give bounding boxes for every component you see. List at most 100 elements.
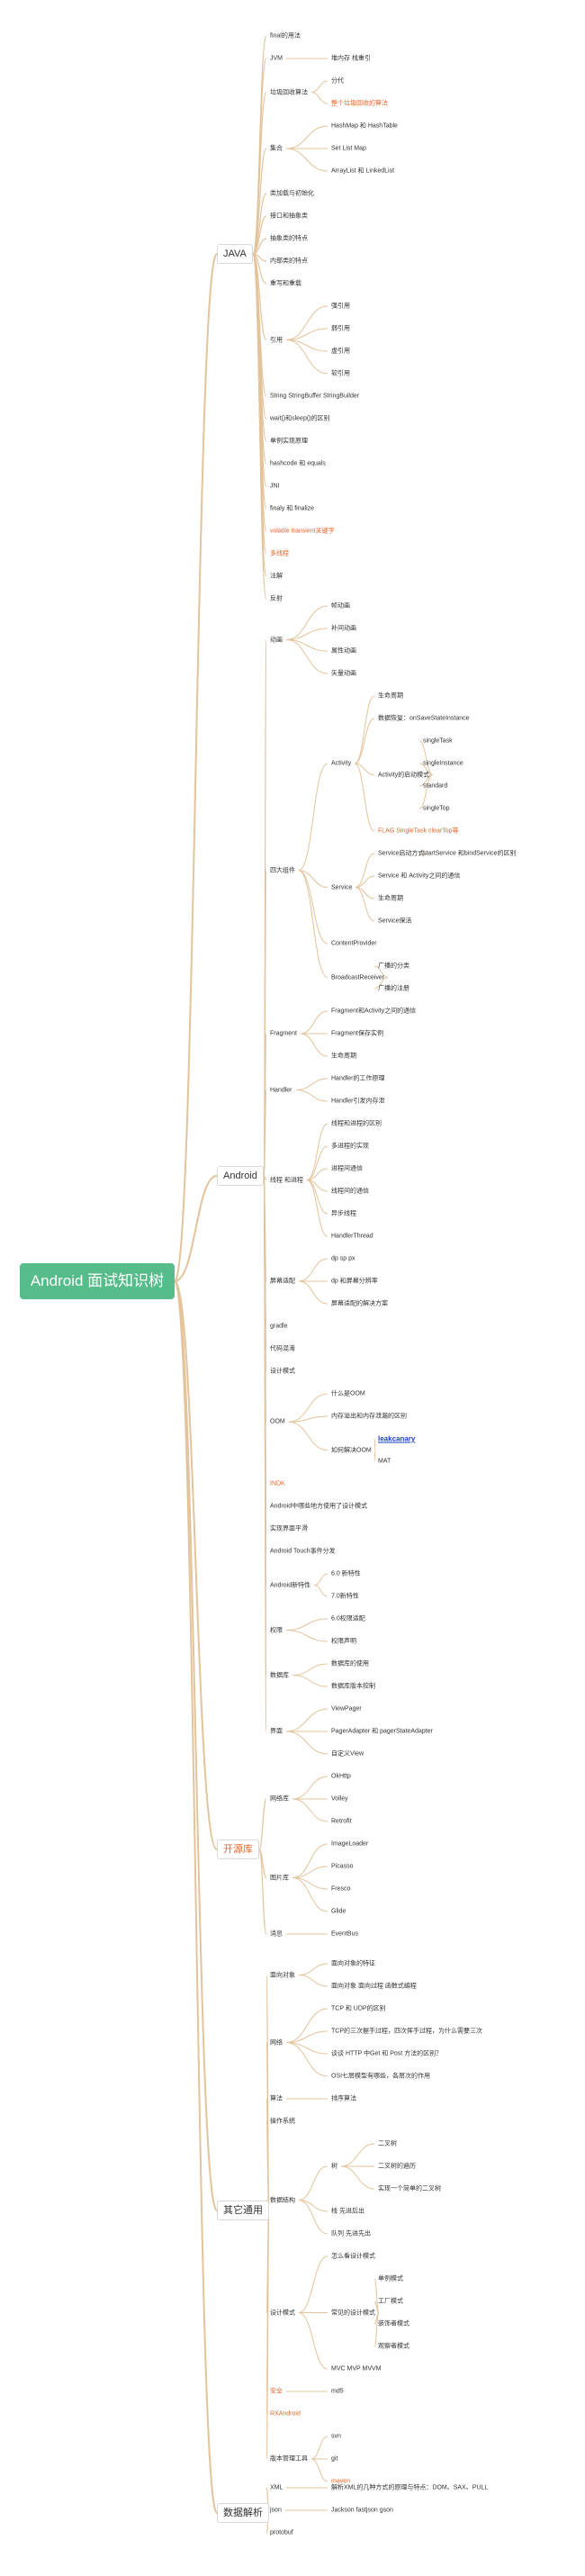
topic-node[interactable]: 二叉树的遍历 [378,2163,416,2170]
topic-node[interactable]: 权限声明 [331,1638,356,1645]
topic-node[interactable]: 数据结构 [270,2197,295,2203]
topic-node[interactable]: 单例实现原理 [270,438,308,445]
topic-node[interactable]: md5 [331,2388,344,2395]
topic-node[interactable]: JNI [270,483,280,490]
topic-node[interactable]: 消息 [270,1930,283,1938]
topic-node[interactable]: 屏幕适配的解决方案 [331,1300,388,1307]
branch-node[interactable]: 数据解析 [217,2503,269,2523]
topic-node[interactable]: 强引用 [331,303,350,310]
topic-node[interactable]: 设计模式 [270,2309,295,2316]
topic-node[interactable]: 单例模式 [378,2275,403,2282]
topic-node[interactable]: Activity的启动模式 [378,772,430,778]
topic-node[interactable]: 栈 先进后出 [331,2208,364,2215]
topic-node[interactable]: standard [423,782,448,790]
topic-node[interactable]: Picasso [331,1863,354,1870]
topic-node[interactable]: 多线程 [270,550,289,557]
topic-node[interactable]: hashcode 和 equals [270,460,326,467]
topic-node[interactable]: Jackson fastjson gson [331,2507,393,2514]
topic-node[interactable]: 动画 [270,637,283,643]
topic-node[interactable]: OkHttp [331,1773,351,1780]
topic-node[interactable]: Fragment [270,1030,297,1037]
topic-node[interactable]: 进程间通信 [331,1165,363,1172]
topic-node[interactable]: 线程 和进程 [270,1177,303,1183]
branch-node[interactable]: Android [217,1166,264,1186]
topic-node[interactable]: svn [331,2433,341,2440]
topic-node[interactable]: 整个垃圾回收的算法 [331,100,388,107]
topic-node[interactable]: HashMap 和 HashTable [331,122,398,130]
topic-node[interactable]: 数据库的使用 [331,1660,369,1668]
topic-node[interactable]: ViewPager [331,1705,362,1713]
topic-node[interactable]: OOM [270,1418,285,1425]
topic-node[interactable]: 异步线程 [331,1210,356,1217]
topic-node[interactable]: final的用法 [270,32,301,40]
topic-node[interactable]: 谈谈 HTTP 中Get 和 Post 方法的区别？ [331,2050,443,2057]
topic-node[interactable]: json [270,2507,282,2514]
topic-node[interactable]: 面向对象的特征 [331,1960,375,1967]
topic-node[interactable]: 分代 [331,77,344,85]
topic-node[interactable]: 生命周期 [378,895,403,902]
topic-node[interactable]: 广播的注册 [378,985,410,992]
topic-node[interactable]: FLAG SingleTask clearTop等 [378,827,459,835]
branch-node[interactable]: 开源库 [217,1839,259,1859]
topic-node[interactable]: Set List Map [331,145,366,152]
topic-node[interactable]: TCP 和 UDP的区别 [331,2005,386,2012]
topic-node[interactable]: 帧动画 [331,602,350,610]
topic-node[interactable]: 常见的设计模式 [331,2309,375,2316]
topic-node[interactable]: 内部类的特点 [270,258,308,265]
topic-node[interactable]: Handler的工作原理 [331,1075,385,1082]
branch-node[interactable]: JAVA [217,244,253,264]
topic-node[interactable]: 数据库 [270,1672,289,1678]
topic-node[interactable]: 网络 [270,2039,283,2046]
topic-node[interactable]: 数据恢复：onSaveStateInstance [378,715,470,722]
topic-node[interactable]: 接口和抽象类 [270,212,308,220]
topic-node[interactable]: 软引用 [331,370,350,377]
topic-node[interactable]: Handler [270,1087,292,1093]
topic-node[interactable]: Glide [331,1908,346,1915]
topic-node[interactable]: wait()和sleep()的区别 [270,415,330,422]
topic-node[interactable]: ImageLoader [331,1840,369,1848]
topic-node[interactable]: OSI七层模型有哪些，各层次的作用 [331,2073,431,2080]
topic-node[interactable]: 7.0新特性 [331,1593,359,1600]
topic-node[interactable]: 线程和进程的区别 [331,1120,382,1127]
topic-node[interactable]: Service 和 Activity之间的通信 [378,872,461,880]
topic-node[interactable]: 什么是OOM [331,1390,365,1397]
topic-node[interactable]: 实现一个简单的二叉树 [378,2185,441,2192]
topic-node[interactable]: String StringBuffer StringBuilder [270,393,360,400]
topic-node[interactable]: 垃圾回收算法 [270,89,308,95]
topic-node[interactable]: startService 和bindService的区别 [423,850,517,857]
topic-node[interactable]: 注解 [270,573,283,580]
topic-node[interactable]: Android Touch事件分发 [270,1548,336,1555]
topic-node[interactable]: 矢量动画 [331,670,356,677]
topic-node[interactable]: 如何解决OOM [331,1447,372,1453]
topic-node[interactable]: Android新特性 [270,1582,311,1588]
topic-node[interactable]: 图片库 [270,1875,289,1881]
topic-node[interactable]: maven [331,2478,351,2485]
topic-node[interactable]: 屏幕适配 [270,1278,295,1285]
topic-node[interactable]: 安全 [270,2388,283,2395]
topic-node[interactable]: TCP的三次握手过程，四次挥手过程，为什么需要三次 [331,2028,482,2035]
topic-node[interactable]: EventBus [331,1930,358,1938]
topic-node[interactable]: 线程间的通信 [331,1188,369,1195]
topic-node[interactable]: 实现界面平滑 [270,1525,308,1532]
topic-node[interactable]: 四大组件 [270,867,295,874]
topic-node[interactable]: 工厂模式 [378,2298,403,2305]
topic-node[interactable]: 重写和重载 [270,280,302,287]
topic-node[interactable]: 设计模式 [270,1368,295,1375]
branch-node[interactable]: 其它通用 [217,2201,269,2220]
topic-node[interactable]: 生命周期 [331,1053,356,1060]
topic-node[interactable]: Service启动方式 [378,850,425,857]
topic-node[interactable]: singleTop [423,805,450,812]
topic-node[interactable]: 虚引用 [331,348,350,355]
topic-node[interactable]: protobuf [270,2529,293,2536]
root-node[interactable]: Android 面试知识树 [20,1263,175,1299]
topic-node[interactable]: 属性动画 [331,647,356,655]
topic-node[interactable]: 数据库版本控制 [331,1683,375,1690]
topic-node[interactable]: 版本管理工具 [270,2455,308,2463]
topic-node[interactable]: Activity [331,760,352,767]
topic-node[interactable]: BroadcastReceiver [331,974,385,981]
topic-node[interactable]: Volley [331,1795,348,1803]
topic-node[interactable]: Fragment保存实例 [331,1030,383,1037]
topic-node[interactable]: dp 和屏幕分辨率 [331,1278,378,1285]
topic-node[interactable]: JVM [270,55,283,62]
topic-node[interactable]: finaly 和 finalize [270,505,315,512]
